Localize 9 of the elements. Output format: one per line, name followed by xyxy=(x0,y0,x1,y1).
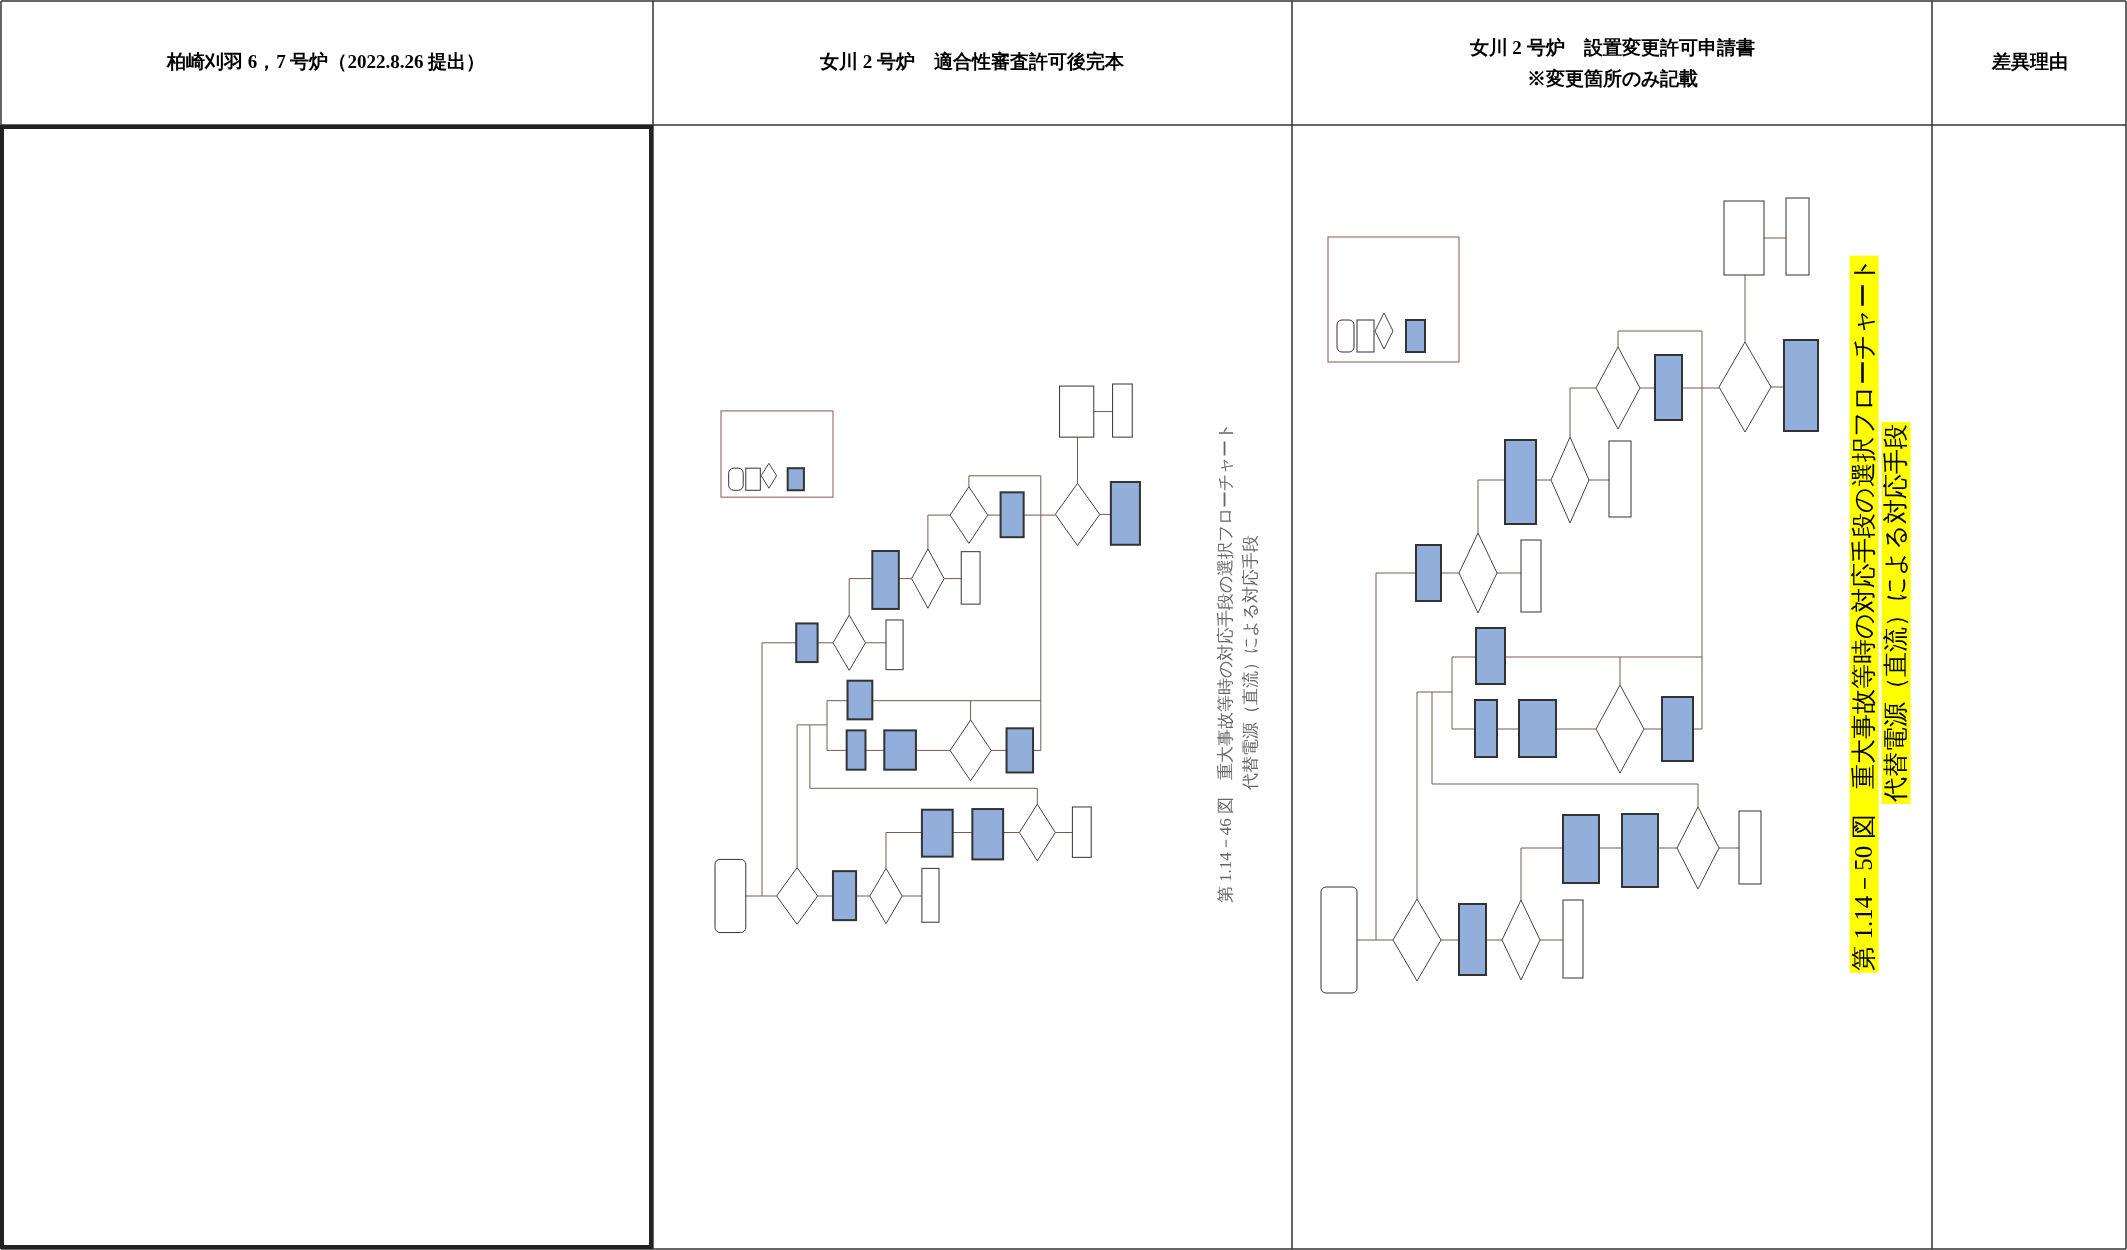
figure-caption: 代替電源（直流）による対応手段 xyxy=(1241,534,1261,790)
column-header-note: ※変更箇所のみ記載 xyxy=(1526,68,1698,90)
figure-caption: 第 1.14－50 図 重大事故等時の対応手段の選択フローチャート xyxy=(1849,255,1879,973)
figure-caption: 代替電源（直流）による対応手段 xyxy=(1881,422,1911,804)
column-header: 差異理由 xyxy=(1992,51,2068,73)
column-header: 柏崎刈羽 6，7 号炉（2022.8.26 提出） xyxy=(166,51,486,73)
column-header: 女川 2 号炉 設置変更許可申請書 xyxy=(1469,37,1755,59)
figure-caption: 第 1.14－46 図 重大事故等時の対応手段の選択フローチャート xyxy=(1216,422,1236,904)
column-header: 女川 2 号炉 適合性審査許可後完本 xyxy=(820,51,1124,73)
